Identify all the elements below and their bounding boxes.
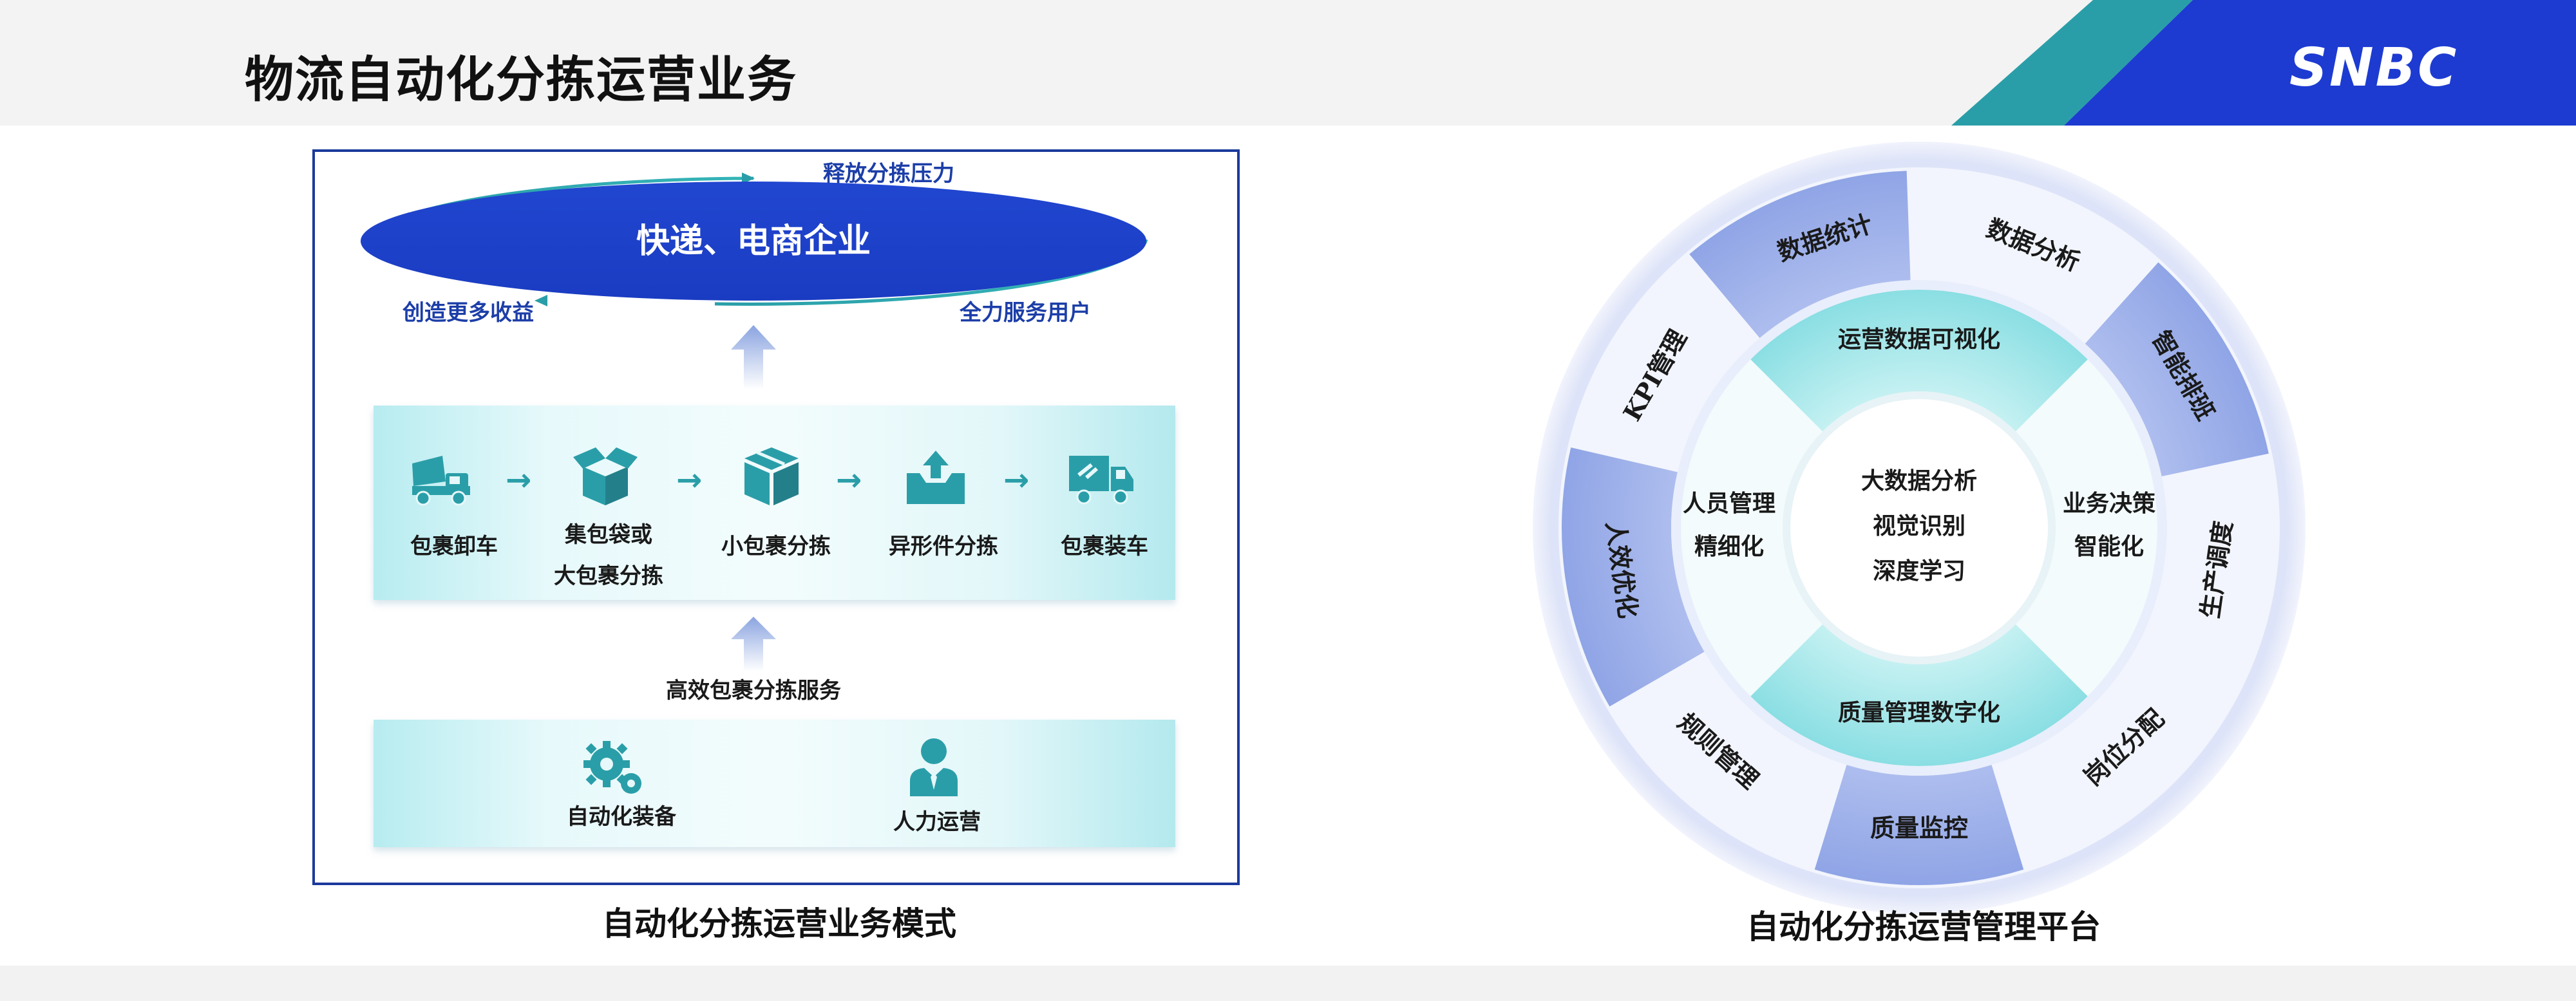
step-load-label: 包裹装车 [1061,534,1148,559]
middle-top-label: 运营数据可视化 [1838,326,2000,353]
closed-box-icon [744,447,799,505]
brand-logo: SNBC [2289,37,2459,98]
support-panel [374,720,1175,847]
platform-caption: 自动化分拣运营管理平台 [1747,908,2101,946]
caption-serve-users: 全力服务用户 [960,300,1091,326]
middle-highlight-top [1750,290,2088,432]
center-label-2: 视觉识别 [1873,512,1965,539]
service-label: 高效包裹分拣服务 [666,678,841,704]
step-bag-sort-label-2: 大包裹分拣 [554,563,663,589]
step-unload-label: 包裹卸车 [410,534,498,559]
enterprise-ellipse [361,182,1146,301]
middle-highlight-bottom [1750,624,2088,766]
step-irregular-sort-label: 异形件分拣 [889,534,998,559]
management-platform-diagram: 数据统计数据分析智能排班生产调度岗位分配质量监控规则管理人效优化KPI管理 运营… [1533,142,2306,914]
middle-left-label-1: 人员管理 [1683,490,1776,517]
teal-stripe [1951,0,2193,126]
outer-highlight-data-stats [1689,171,1911,339]
caption-more-revenue: 创造更多收益 [402,300,534,326]
flow-arrow-4: → [1003,462,1030,498]
automation-equipment-label: 自动化装备 [567,804,676,830]
caption-release-pressure: 释放分拣压力 [823,161,954,187]
gears-icon [583,741,641,794]
step-small-sort-label: 小包裹分拣 [721,534,831,559]
flow-arrow-1: → [506,462,532,498]
page-title: 物流自动化分拣运营业务 [245,51,797,108]
dump-truck-icon [412,456,470,506]
outer-highlight-efficiency [1562,447,1705,707]
delivery-truck-icon [1069,456,1133,505]
enterprise-label: 快递、电商企业 [636,221,871,261]
blue-band [2064,0,2576,126]
arrow-head-top [742,173,755,184]
center-label-3: 深度学习 [1873,557,1965,585]
middle-bottom-label: 质量管理数字化 [1838,699,2000,726]
footer-bar [0,966,2576,1001]
middle-left-label-2: 精细化 [1694,533,1764,560]
center-label-1: 大数据分析 [1861,467,1977,494]
middle-right-label-1: 业务决策 [2063,490,2155,517]
flow-arrow-2: → [676,462,703,498]
human-operations-label: 人力运营 [893,809,981,835]
middle-right-label-2: 智能化 [2074,533,2144,560]
up-arrow-lower [731,617,776,671]
outer-highlight-scheduling [2085,262,2269,476]
flow-arrow-3: → [836,462,862,498]
up-arrow-upper [731,325,776,389]
arrow-head-bottom [535,295,547,306]
person-icon [910,738,958,796]
tray-upload-icon [907,451,965,504]
outer-highlight-quality-monitor [1814,765,2024,885]
header-decoration [1951,0,2576,126]
open-box-icon [573,447,638,505]
quality-monitor-label: 质量监控 [1870,814,1968,843]
business-model-caption: 自动化分拣运营业务模式 [602,904,956,942]
step-bag-sort-label-1: 集包袋或 [565,522,652,548]
center-circle [1790,399,2048,657]
